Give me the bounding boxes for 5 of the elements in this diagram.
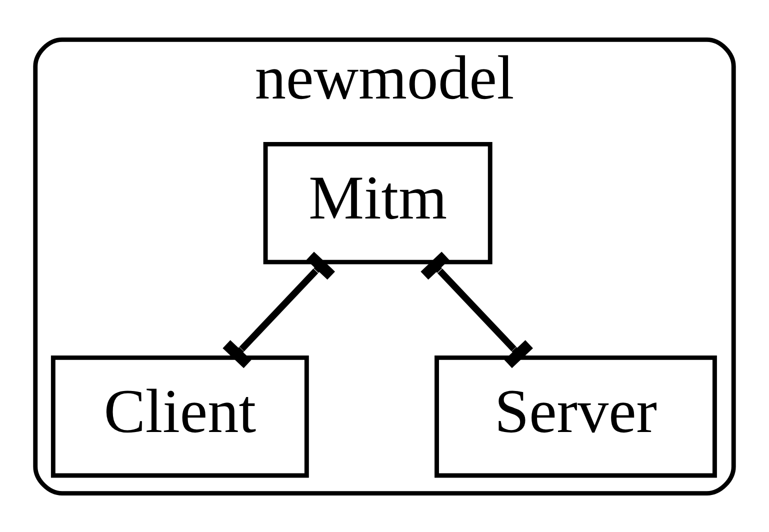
node-box: Client bbox=[50, 354, 309, 478]
connector bbox=[222, 251, 335, 368]
node-box: Mitm bbox=[263, 141, 492, 264]
connector bbox=[420, 251, 533, 368]
node-box: Server bbox=[434, 354, 717, 478]
